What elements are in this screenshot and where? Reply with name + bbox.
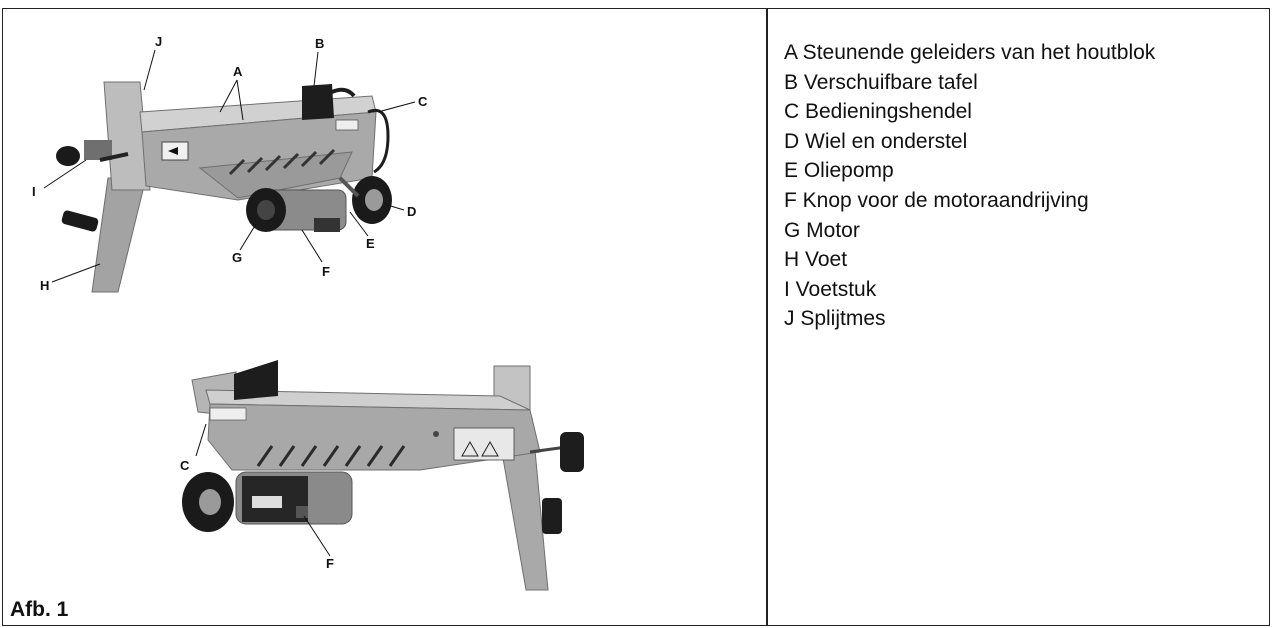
parts-legend: A Steunende geleiders van het houtblok B… [784,38,1155,334]
callout-bottom-c: C [180,458,190,473]
callout-g: G [232,250,242,265]
callout-c: C [418,94,428,109]
callout-b: B [315,36,324,51]
legend-item-a: A Steunende geleiders van het houtblok [784,41,1156,64]
callout-bottom-f: F [326,556,334,571]
legend-item-c: C Bedieningshendel [784,100,972,124]
callout-d: D [407,204,416,219]
legend-item-e: E Oliepomp [784,159,894,183]
callout-f: F [322,264,330,279]
legend-item-i: I Voetstuk [784,277,877,301]
callout-i: I [32,184,36,199]
legend-item-f: F Knop voor de motoraandrijving [784,188,1089,212]
callout-a: A [233,64,243,79]
log-splitter-illustration: J B A C I D E G F H [32,34,584,591]
legend-item-h: H Voet [784,248,848,272]
legend-item-j: J Splijtmes [784,307,886,331]
legend-item-d: D Wiel en onderstel [784,129,968,153]
figure-frame [2,8,1270,626]
legend-item-g: G Motor [784,218,860,242]
column-divider [766,8,768,626]
figure-caption: Afb. 1 [10,598,69,621]
callout-e: E [366,236,375,251]
log-splitter-bottom-view [182,360,584,591]
legend-item-b: B Verschuifbare tafel [784,70,978,94]
callout-h: H [40,278,49,293]
log-splitter-top-view [56,81,392,293]
callout-j: J [155,34,162,49]
